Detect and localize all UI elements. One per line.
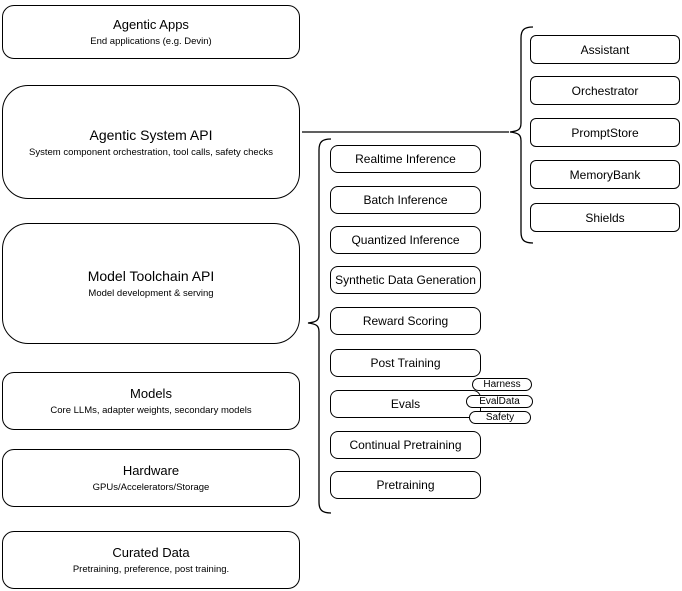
component-shields: Shields	[530, 203, 680, 232]
toolchain-brace	[307, 138, 332, 514]
module-quantized-inference: Quantized Inference	[330, 226, 481, 254]
module-post-training: Post Training	[330, 349, 481, 377]
module-reward-scoring: Reward Scoring	[330, 307, 481, 335]
layer-agentic-system-api: Agentic System API System component orch…	[2, 85, 300, 199]
layer-agentic-apps: Agentic Apps End applications (e.g. Devi…	[2, 5, 300, 59]
layer-title: Models	[130, 386, 172, 401]
module-batch-inference: Batch Inference	[330, 186, 481, 214]
component-orchestrator: Orchestrator	[530, 76, 680, 105]
layer-subtitle: Model development & serving	[88, 288, 214, 299]
layer-subtitle: System component orchestration, tool cal…	[29, 146, 273, 158]
component-memorybank: MemoryBank	[530, 160, 680, 189]
tag-safety: Safety	[469, 411, 531, 424]
module-realtime-inference: Realtime Inference	[330, 145, 481, 173]
layer-hardware: Hardware GPUs/Accelerators/Storage	[2, 449, 300, 507]
module-synthetic-data-generation: Synthetic Data Generation	[330, 266, 481, 294]
layer-subtitle: GPUs/Accelerators/Storage	[92, 482, 210, 493]
layer-title: Model Toolchain API	[87, 268, 215, 284]
module-evals: Evals	[330, 390, 481, 418]
layer-models: Models Core LLMs, adapter weights, secon…	[2, 372, 300, 430]
layer-subtitle: End applications (e.g. Devin)	[90, 36, 212, 47]
layer-curated-data: Curated Data Pretraining, preference, po…	[2, 531, 300, 589]
layer-title: Agentic System API	[89, 126, 213, 143]
layer-title: Curated Data	[112, 545, 190, 560]
component-promptstore: PromptStore	[530, 118, 680, 147]
module-continual-pretraining: Continual Pretraining	[330, 431, 481, 459]
layer-subtitle: Pretraining, preference, post training.	[72, 564, 230, 575]
module-pretraining: Pretraining	[330, 471, 481, 499]
component-assistant: Assistant	[530, 35, 680, 64]
layer-title: Hardware	[122, 463, 180, 478]
layer-subtitle: Core LLMs, adapter weights, secondary mo…	[50, 405, 252, 416]
layer-title: Agentic Apps	[113, 17, 189, 32]
tag-evaldata: EvalData	[466, 395, 533, 408]
layer-model-toolchain-api: Model Toolchain API Model development & …	[2, 223, 300, 344]
tag-harness: Harness	[472, 378, 532, 391]
